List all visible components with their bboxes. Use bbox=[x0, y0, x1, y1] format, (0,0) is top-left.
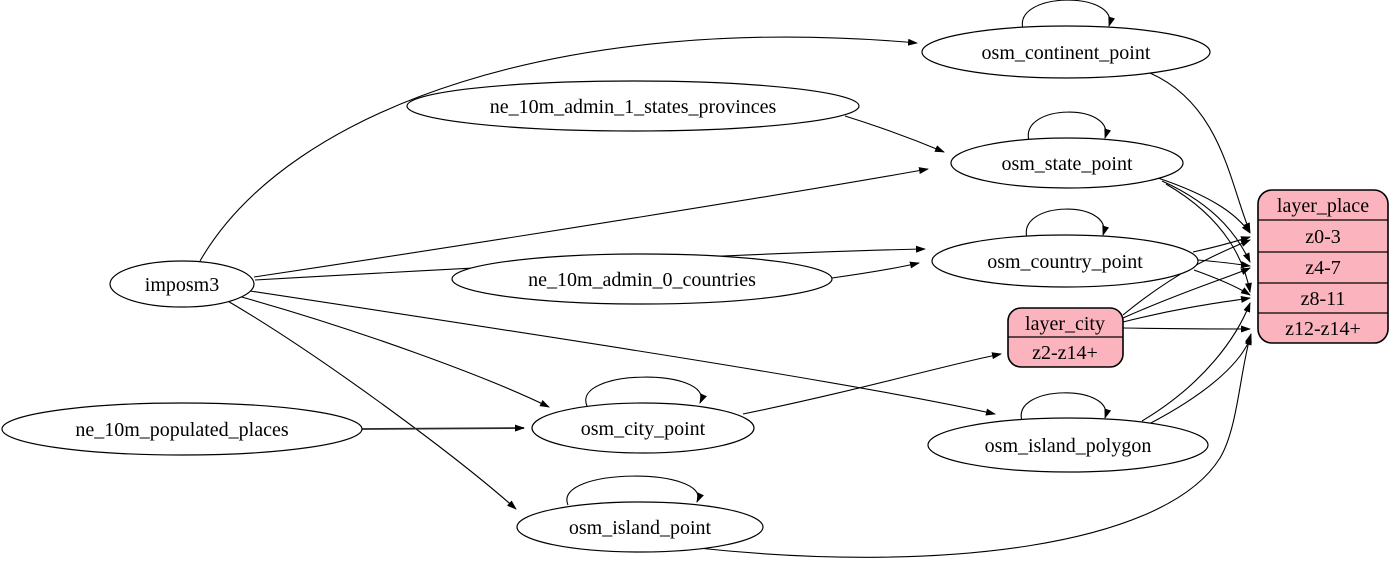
record-layer-place-row-z0-3: z0-3 bbox=[1305, 226, 1341, 248]
node-ne-10m-admin-1-states-provinces: ne_10m_admin_1_states_provinces bbox=[406, 80, 860, 132]
edge-osm-state-point-z4-7 bbox=[1161, 180, 1251, 263]
edge-osm-state-point-z8-11 bbox=[1165, 183, 1252, 293]
node-osm-country-point: osm_country_point bbox=[931, 234, 1199, 288]
node-osm-state-point-label: osm_state_point bbox=[1001, 153, 1133, 175]
edge-imposm3-osm-continent-point bbox=[199, 36, 918, 262]
edge-osm-island-point-z12-z14 bbox=[697, 333, 1252, 558]
edge-osm-continent-point-z0-3 bbox=[1149, 72, 1251, 233]
node-osm-city-point-label: osm_city_point bbox=[581, 418, 706, 440]
edge-imposm3-osm-state-point bbox=[253, 167, 929, 278]
record-layer-place-title: layer_place bbox=[1277, 195, 1369, 217]
node-osm-city-point: osm_city_point bbox=[531, 402, 755, 454]
record-layer-place-row-z4-7: z4-7 bbox=[1305, 257, 1341, 279]
selfloop-osm-state-point bbox=[1027, 111, 1112, 142]
record-layer-city: layer_city z2-z14+ bbox=[1007, 307, 1124, 368]
selfloop-osm-island-polygon bbox=[1020, 392, 1112, 422]
node-ne-10m-populated-places: ne_10m_populated_places bbox=[1, 402, 363, 456]
edge-layer-city-z0-3 bbox=[1122, 239, 1251, 316]
edge-osm-country-point-z0-3 bbox=[1192, 236, 1251, 253]
record-layer-place-row-z8-11: z8-11 bbox=[1301, 288, 1346, 310]
node-osm-island-point-label: osm_island_point bbox=[569, 517, 712, 539]
selfloop-osm-city-point bbox=[585, 376, 707, 407]
edge-osm-country-point-z4-7 bbox=[1197, 259, 1251, 269]
edge-osm-country-point-z8-11 bbox=[1193, 269, 1251, 296]
edge-layer bbox=[199, 0, 1252, 558]
edge-osm-city-point-layer-city bbox=[742, 352, 1002, 415]
node-ne-10m-admin-0-countries-label: ne_10m_admin_0_countries bbox=[528, 269, 756, 291]
node-osm-country-point-label: osm_country_point bbox=[987, 251, 1143, 273]
node-osm-continent-point: osm_continent_point bbox=[921, 25, 1211, 79]
edge-ne-admin0-osm-country-point bbox=[831, 261, 920, 279]
record-layer-city-row-z2-z14: z2-z14+ bbox=[1032, 342, 1098, 364]
node-ne-10m-admin-0-countries: ne_10m_admin_0_countries bbox=[451, 253, 833, 305]
node-osm-island-polygon-label: osm_island_polygon bbox=[985, 435, 1152, 457]
edge-osm-island-polygon-z8-11 bbox=[1141, 302, 1251, 422]
node-osm-state-point: osm_state_point bbox=[950, 137, 1184, 189]
node-ne-10m-populated-places-label: ne_10m_populated_places bbox=[75, 419, 288, 441]
edge-layer-city-z4-7 bbox=[1122, 267, 1251, 319]
edge-imposm3-osm-island-polygon bbox=[249, 290, 996, 416]
selfloop-osm-island-point bbox=[566, 475, 704, 506]
edge-imposm3-osm-city-point bbox=[237, 295, 550, 408]
selfloop-osm-continent-point bbox=[1022, 0, 1116, 30]
node-imposm3-label: imposm3 bbox=[145, 274, 219, 296]
node-osm-continent-point-label: osm_continent_point bbox=[982, 42, 1151, 64]
edge-ne-admin1-osm-state-point bbox=[844, 115, 945, 153]
edge-imposm3-osm-island-point bbox=[225, 299, 517, 510]
node-imposm3: imposm3 bbox=[109, 260, 255, 308]
edge-osm-state-point-z0-3 bbox=[1157, 177, 1251, 234]
edge-layer-city-z8-11 bbox=[1122, 296, 1251, 323]
record-layer-place: layer_place z0-3 z4-7 z8-11 z12-z14+ bbox=[1257, 189, 1389, 344]
record-layer-city-title: layer_city bbox=[1025, 313, 1105, 335]
edge-ne-populated-places-osm-city-point bbox=[361, 424, 525, 432]
node-osm-island-polygon: osm_island_polygon bbox=[927, 417, 1209, 473]
edge-osm-island-polygon-z12-z14 bbox=[1148, 335, 1252, 425]
node-ne-10m-admin-1-states-provinces-label: ne_10m_admin_1_states_provinces bbox=[490, 96, 777, 118]
edge-layer-city-z12-z14 bbox=[1122, 325, 1251, 333]
selfloop-osm-country-point bbox=[1025, 208, 1110, 239]
record-layer-place-row-z12-z14: z12-z14+ bbox=[1285, 318, 1361, 340]
node-osm-island-point: osm_island_point bbox=[516, 501, 764, 553]
